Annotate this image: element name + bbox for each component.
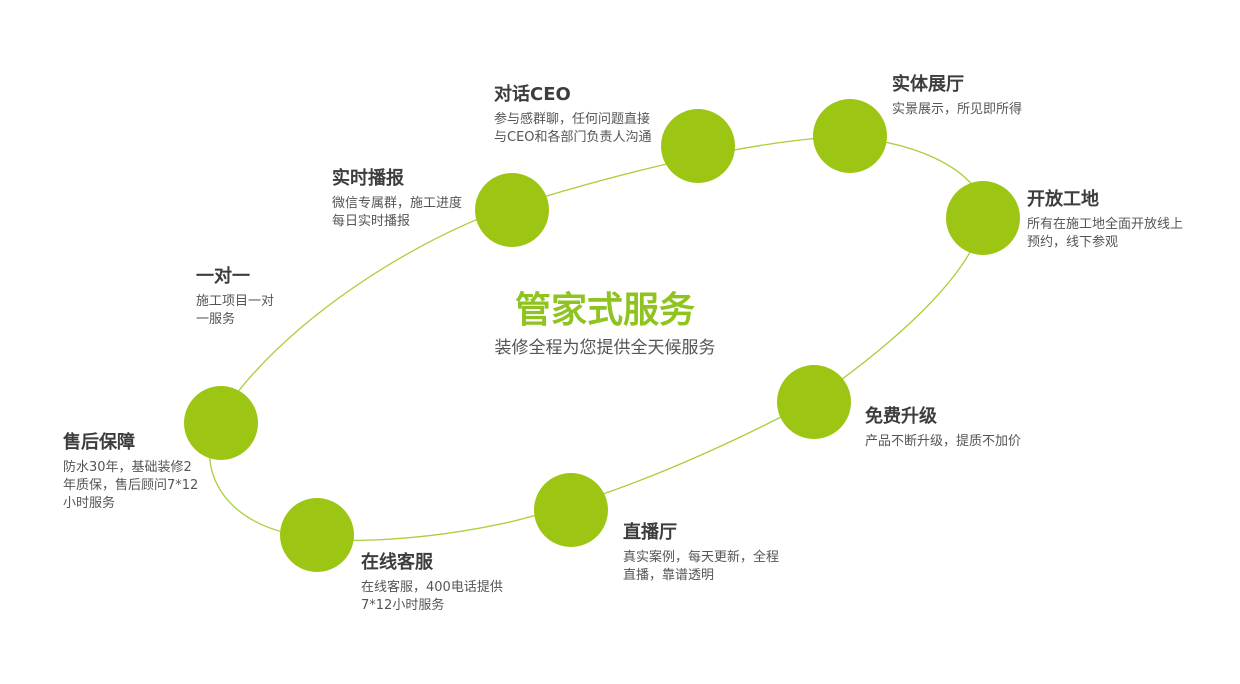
service-desc-line: 小时服务 bbox=[63, 496, 116, 511]
service-title: 实时播报 bbox=[332, 168, 404, 189]
service-desc-line: 参与感群聊，任何问题直接 bbox=[494, 112, 651, 127]
node-online-service bbox=[280, 498, 354, 572]
service-title: 直播厅 bbox=[623, 522, 677, 543]
service-showroom: 实体展厅 实景展示，所见即所得 bbox=[892, 74, 1022, 119]
service-live-hall: 直播厅 真实案例，每天更新，全程 直播，靠谱透明 bbox=[623, 522, 779, 585]
service-desc-line: 在线客服，400电话提供 bbox=[361, 580, 503, 595]
service-title: 对话CEO bbox=[494, 84, 571, 105]
service-desc-line: 微信专属群，施工进度 bbox=[332, 196, 463, 211]
node-free-upgrade bbox=[777, 365, 851, 439]
service-desc-line: 产品不断升级，提质不加价 bbox=[865, 434, 1022, 449]
service-title: 一对一 bbox=[196, 266, 250, 287]
node-showroom bbox=[813, 99, 887, 173]
service-desc-line: 预约，线下参观 bbox=[1027, 235, 1119, 250]
service-desc-line: 真实案例，每天更新，全程 bbox=[623, 550, 780, 565]
service-desc-line: 与CEO和各部门负责人沟通 bbox=[494, 130, 652, 145]
service-desc-line: 实景展示，所见即所得 bbox=[892, 102, 1023, 117]
service-desc-line: 施工项目一对 bbox=[196, 294, 275, 309]
service-desc-line: 7*12小时服务 bbox=[361, 598, 445, 613]
center-subtitle: 装修全程为您提供全天候服务 bbox=[494, 338, 716, 358]
service-free-upgrade: 免费升级 产品不断升级，提质不加价 bbox=[865, 406, 1021, 451]
service-title: 免费升级 bbox=[865, 406, 937, 427]
center-title: 管家式服务 bbox=[514, 290, 695, 331]
node-live-hall bbox=[534, 473, 608, 547]
service-title: 实体展厅 bbox=[892, 74, 964, 95]
service-desc-line: 一服务 bbox=[196, 312, 236, 327]
service-title: 开放工地 bbox=[1027, 189, 1099, 210]
node-after-sales bbox=[184, 386, 258, 460]
service-desc-line: 直播，靠谱透明 bbox=[623, 568, 715, 583]
service-desc-line: 防水30年，基础装修2 bbox=[63, 460, 192, 475]
service-desc-line: 年质保，售后顾问7*12 bbox=[63, 478, 199, 493]
service-online-service: 在线客服 在线客服，400电话提供 7*12小时服务 bbox=[361, 552, 503, 615]
node-live-report bbox=[475, 173, 549, 247]
node-dialog-ceo bbox=[661, 109, 735, 183]
service-open-site: 开放工地 所有在施工地全面开放线上 预约，线下参观 bbox=[1027, 189, 1183, 252]
service-one-on-one: 一对一 施工项目一对 一服务 bbox=[196, 266, 274, 329]
service-title: 售后保障 bbox=[63, 432, 135, 453]
service-live-report: 实时播报 微信专属群，施工进度 每日实时播报 bbox=[332, 168, 462, 231]
node-open-site bbox=[946, 181, 1020, 255]
service-dialog-ceo: 对话CEO 参与感群聊，任何问题直接 与CEO和各部门负责人沟通 bbox=[494, 84, 652, 147]
service-desc-line: 所有在施工地全面开放线上 bbox=[1027, 217, 1184, 232]
center-block: 管家式服务 装修全程为您提供全天候服务 bbox=[420, 288, 790, 360]
service-title: 在线客服 bbox=[361, 552, 433, 573]
service-after-sales: 售后保障 防水30年，基础装修2 年质保，售后顾问7*12 小时服务 bbox=[63, 432, 198, 513]
service-desc-line: 每日实时播报 bbox=[332, 214, 411, 229]
